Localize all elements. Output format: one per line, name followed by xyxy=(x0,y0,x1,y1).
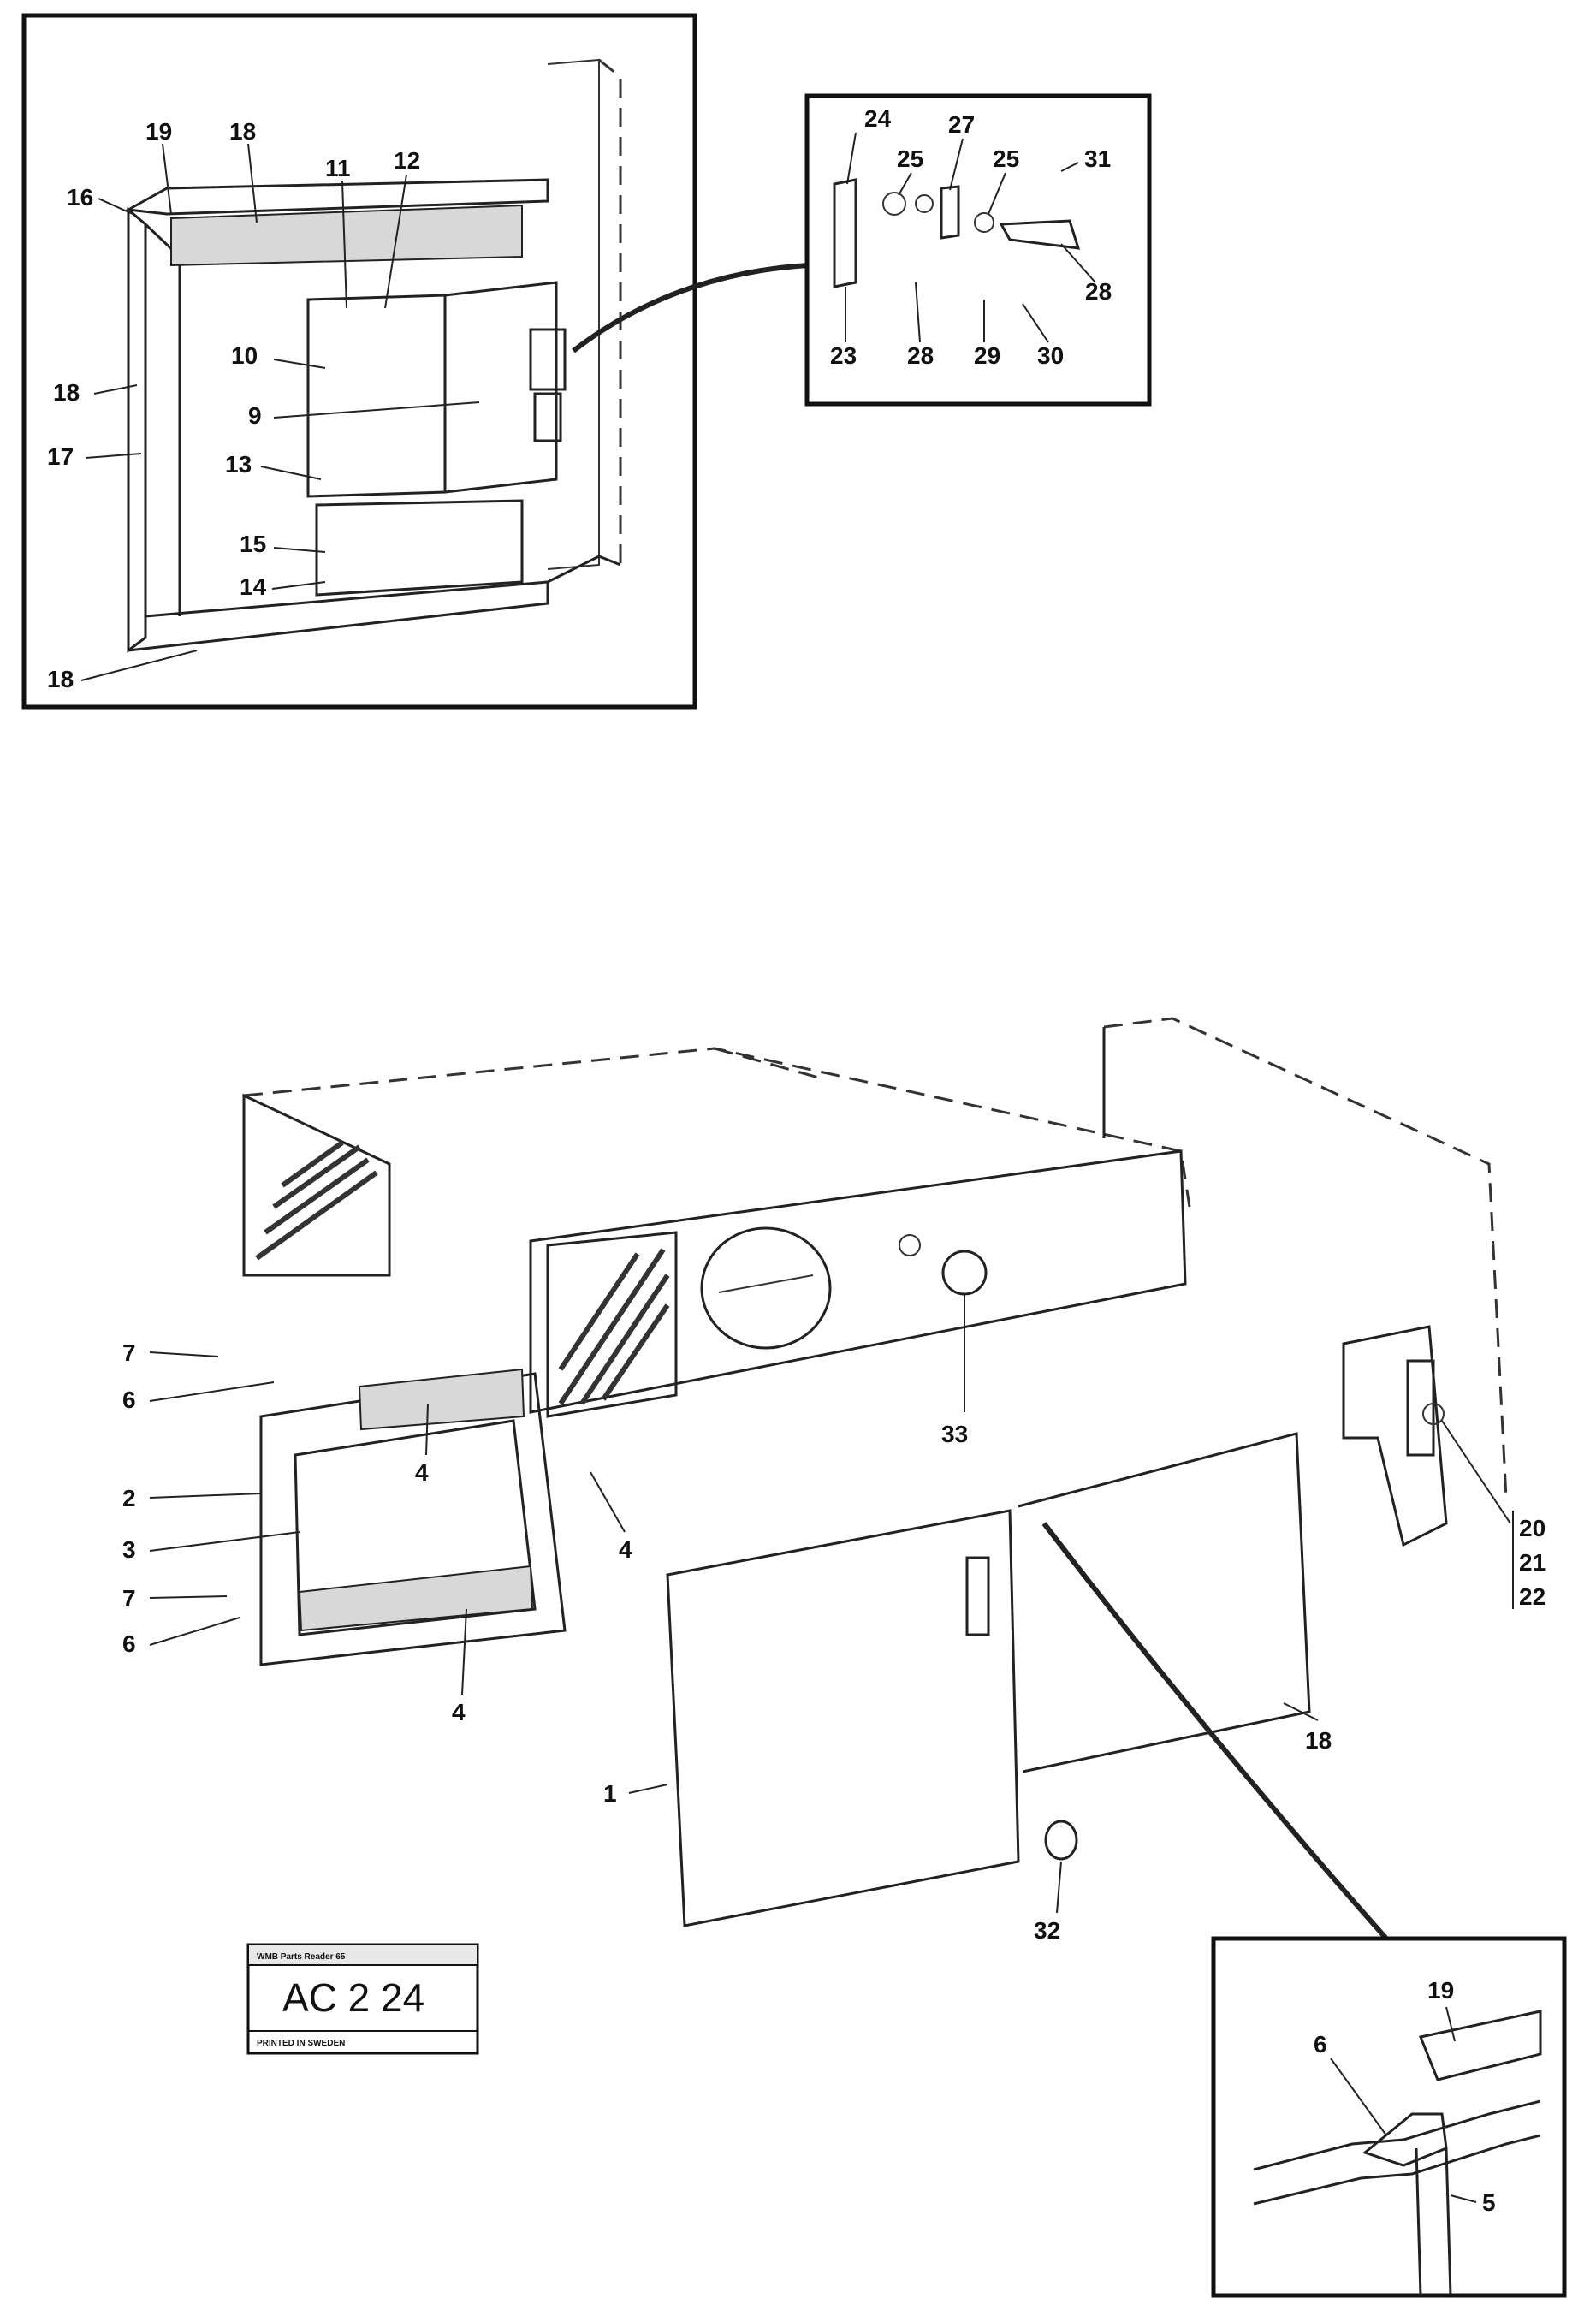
inset-top-left-label: 18 xyxy=(229,118,256,145)
main-view-label: 32 xyxy=(1034,1917,1060,1944)
main-view-label: 7 xyxy=(122,1339,136,1366)
main-view-label: 1 xyxy=(603,1780,617,1807)
inset-top-right-label: 23 xyxy=(830,342,857,369)
main-view-label: 21 xyxy=(1519,1549,1546,1576)
inset-top-left-label: 17 xyxy=(47,443,74,470)
main-view-label: 3 xyxy=(122,1536,136,1563)
inset-top-left-label: 10 xyxy=(231,342,258,369)
inset-top-left-label: 18 xyxy=(47,666,74,692)
inset-connector-line xyxy=(1041,1522,1389,1940)
inset-bottom-right-label: 5 xyxy=(1482,2189,1496,2216)
inset-top-left-label: 16 xyxy=(67,184,93,211)
inset-top-right-label: 25 xyxy=(993,145,1019,172)
main-view-label: 6 xyxy=(122,1630,136,1657)
main-view-label: 7 xyxy=(122,1585,136,1612)
inset-top-right-label: 29 xyxy=(974,342,1000,369)
inset-top-left-label: 9 xyxy=(248,402,262,429)
inset-top-left-label: 11 xyxy=(325,155,351,181)
main-exploded-view: 7 6 2 3 7 6 4 4 4 33 1 32 18 20 21 22 xyxy=(122,1017,1546,1944)
inset-top-right: 24 27 25 25 31 28 23 28 29 30 xyxy=(804,93,1152,407)
inset-top-left-label: 18 xyxy=(53,379,80,406)
stamp-bottom-text: PRINTED IN SWEDEN xyxy=(257,2039,345,2048)
inset-top-left-label: 13 xyxy=(225,451,252,478)
main-view-label: 6 xyxy=(122,1387,136,1413)
inset-top-right-label: 28 xyxy=(907,342,934,369)
main-view-label: 2 xyxy=(122,1485,136,1511)
main-view-label: 22 xyxy=(1519,1583,1546,1610)
inset-top-left-label: 15 xyxy=(240,531,266,557)
inset-top-right-label: 27 xyxy=(948,111,975,138)
inset-top-left-label: 14 xyxy=(240,573,267,600)
reference-stamp: WMB Parts Reader 65 AC 2 24 PRINTED IN S… xyxy=(246,1943,479,2055)
inset-top-right-label: 31 xyxy=(1084,145,1111,172)
inset-top-left-label: 19 xyxy=(145,118,172,145)
main-view-label: 4 xyxy=(619,1536,632,1563)
inset-top-left: 19 18 16 11 12 10 9 18 17 13 15 14 18 xyxy=(21,13,697,710)
main-view-label: 18 xyxy=(1305,1727,1332,1754)
inset-connector-line xyxy=(572,263,810,353)
inset-top-right-label: 28 xyxy=(1085,278,1112,305)
inset-top-right-label: 24 xyxy=(864,105,892,132)
stamp-top-text: WMB Parts Reader 65 xyxy=(257,1952,346,1962)
inset-bottom-right-label: 19 xyxy=(1427,1977,1454,2004)
inset-top-right-label: 30 xyxy=(1037,342,1064,369)
main-view-label: 33 xyxy=(941,1421,968,1447)
main-view-label: 20 xyxy=(1519,1515,1546,1541)
main-view-label: 4 xyxy=(415,1459,429,1486)
inset-top-right-label: 25 xyxy=(897,145,923,172)
main-view-label: 4 xyxy=(452,1699,466,1725)
inset-bottom-right-label: 6 xyxy=(1314,2031,1327,2058)
stamp-reference-code: AC 2 24 xyxy=(282,1975,424,2020)
inset-top-left-label: 12 xyxy=(394,147,420,174)
inset-bottom-right: 19 6 5 xyxy=(1211,1936,1567,2298)
